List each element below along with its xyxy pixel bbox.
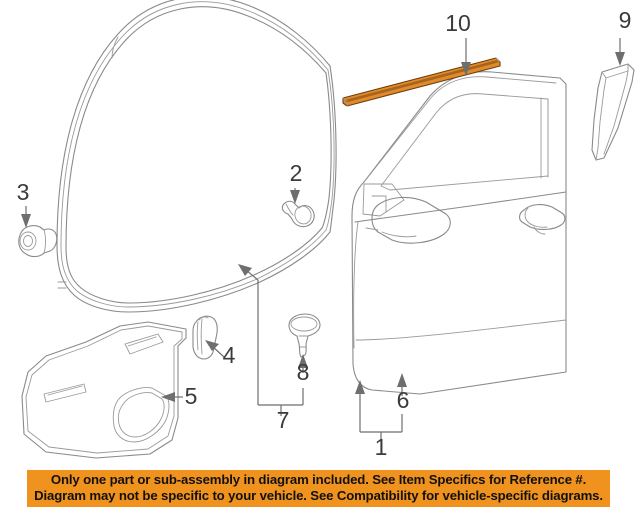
leader-7-bracket bbox=[238, 264, 304, 416]
callout-number-5: 5 bbox=[185, 383, 198, 409]
leader-1-bracket bbox=[355, 380, 403, 442]
part-pillar-garnish bbox=[591, 63, 635, 161]
leader-2 bbox=[290, 188, 300, 204]
callout-number-10: 10 bbox=[445, 10, 471, 36]
callout-number-8: 8 bbox=[297, 359, 310, 385]
part-grommet-clip-left bbox=[18, 225, 58, 258]
leader-6 bbox=[397, 373, 407, 396]
callout-number-6: 6 bbox=[397, 387, 410, 413]
disclaimer-banner: Only one part or sub-assembly in diagram… bbox=[27, 470, 610, 507]
part-door-opening-weatherstrip bbox=[56, 0, 337, 313]
disclaimer-line-1: Only one part or sub-assembly in diagram… bbox=[50, 472, 587, 487]
callout-number-1: 1 bbox=[375, 434, 388, 460]
part-belt-molding-highlight bbox=[342, 57, 501, 107]
leader-5 bbox=[161, 392, 183, 402]
part-door-shell bbox=[351, 71, 567, 395]
callout-number-7: 7 bbox=[277, 407, 290, 433]
leader-8 bbox=[298, 354, 308, 373]
leader-3 bbox=[21, 206, 31, 228]
callout-number-9: 9 bbox=[619, 7, 632, 33]
leader-4 bbox=[205, 340, 225, 358]
part-watershield-cover bbox=[21, 321, 187, 459]
leader-10 bbox=[461, 38, 471, 76]
callout-number-3: 3 bbox=[17, 179, 30, 205]
callout-number-2: 2 bbox=[290, 160, 303, 186]
part-retainer-clip-upper bbox=[281, 200, 315, 228]
leader-9 bbox=[615, 38, 625, 66]
callout-number-4: 4 bbox=[223, 342, 236, 368]
part-mushroom-plug bbox=[288, 313, 321, 358]
disclaimer-line-2: Diagram may not be specific to your vehi… bbox=[34, 488, 603, 503]
part-oval-plug bbox=[192, 315, 218, 360]
